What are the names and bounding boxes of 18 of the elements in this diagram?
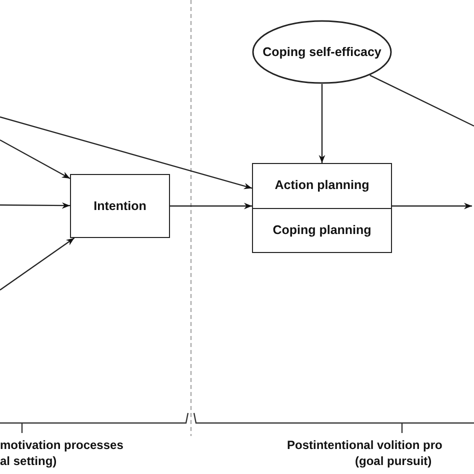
phase-label: Postintentional volition pro [287, 438, 442, 452]
arrow [0, 116, 252, 190]
node-label: Action planning [274, 178, 370, 194]
phase-label: motivation processes [0, 438, 124, 452]
phase-label: (goal pursuit) [355, 454, 432, 468]
arrow [0, 202, 70, 209]
arrow [170, 202, 252, 210]
node-label: Coping self-efficacy [262, 44, 382, 60]
arrow [0, 238, 75, 290]
factor-ellipse [252, 20, 392, 84]
node-label: Coping planning [272, 222, 372, 238]
node-label: Intention [94, 198, 146, 214]
phase-label: al setting) [0, 454, 57, 468]
process-box [252, 163, 392, 253]
arrow [392, 202, 472, 210]
process-box [70, 174, 170, 238]
arrow [0, 139, 70, 180]
arrow [318, 84, 326, 163]
